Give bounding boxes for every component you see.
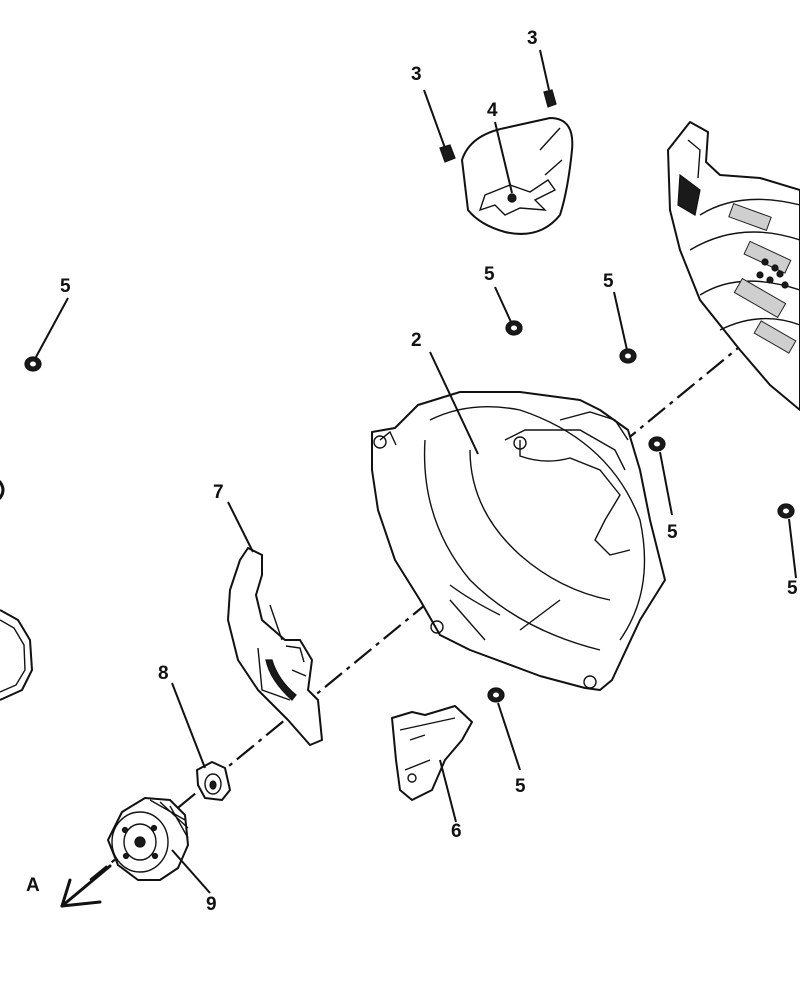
leader-2	[429, 351, 479, 455]
callout-5f: 5	[515, 776, 526, 797]
callout-7: 7	[213, 482, 224, 503]
nut-part-5d	[648, 436, 666, 452]
leader-3a	[423, 89, 446, 149]
leader-6	[439, 759, 457, 823]
callout-3b: 3	[527, 28, 538, 49]
screw-part-3a	[439, 144, 456, 163]
belt-part-edge	[0, 609, 33, 701]
nut-part-5b	[505, 320, 523, 336]
callout-5a: 5	[60, 276, 71, 297]
callout-8: 8	[158, 663, 169, 684]
partial-label-edge	[0, 480, 5, 500]
leader-5b	[494, 286, 512, 323]
nut-part-5a	[24, 356, 42, 372]
leader-4	[494, 121, 513, 194]
engine-housing-part	[667, 121, 800, 411]
leader-3b	[539, 49, 550, 91]
screw-part-3b	[543, 89, 557, 108]
pulley-hub-part	[107, 797, 189, 881]
fan-housing-part	[371, 391, 666, 691]
leader-5d	[659, 451, 673, 516]
callout-5b: 5	[484, 264, 495, 285]
nut-part-5f	[487, 687, 505, 703]
leader-9	[171, 849, 211, 894]
baffle-plate-part	[227, 547, 323, 746]
leader-5c	[613, 291, 628, 351]
callout-2: 2	[411, 330, 422, 351]
nut-part-5c	[619, 348, 637, 364]
small-bracket-part	[391, 705, 473, 801]
direction-arrow-icon	[60, 864, 112, 908]
callout-9: 9	[206, 894, 217, 915]
callout-4: 4	[487, 100, 498, 121]
leader-5a	[35, 297, 69, 358]
leader-7	[227, 501, 254, 553]
wire-clip-bracket-part	[461, 117, 574, 235]
leader-8	[171, 682, 206, 769]
callout-5e: 5	[787, 578, 798, 599]
callout-5d: 5	[667, 522, 678, 543]
callout-6: 6	[451, 821, 462, 842]
leader-5f	[497, 702, 521, 771]
leader-5e	[788, 518, 797, 579]
callout-5c: 5	[603, 271, 614, 292]
bushing-part	[196, 761, 231, 801]
nut-part-5e	[777, 503, 795, 519]
callout-3a: 3	[411, 64, 422, 85]
callout-A: A	[26, 875, 40, 896]
